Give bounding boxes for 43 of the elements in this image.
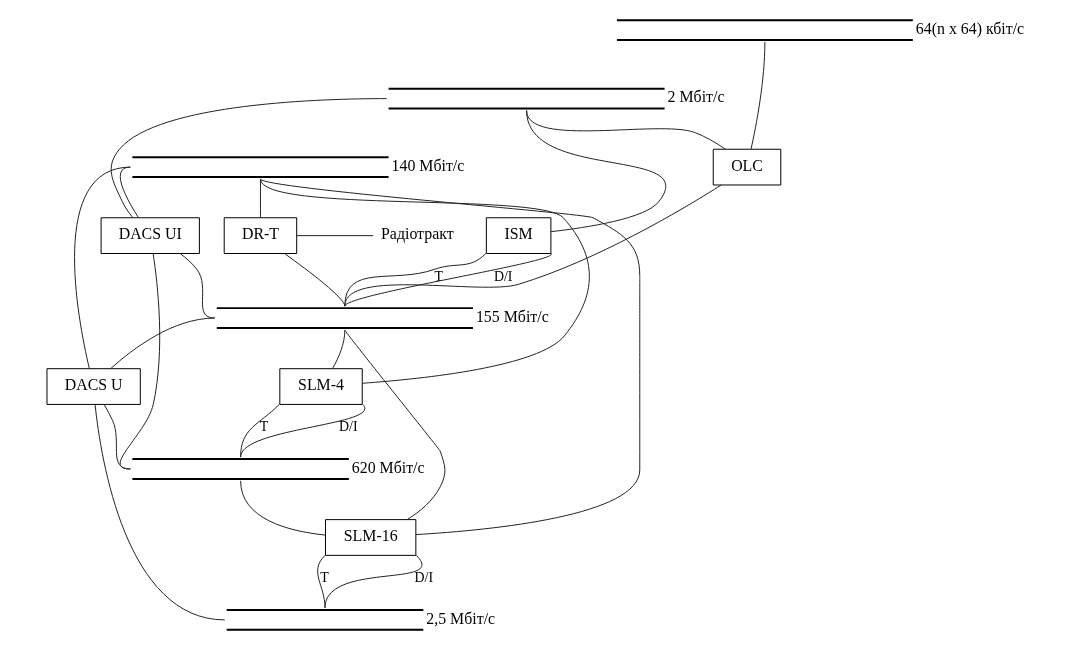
- connector: [110, 317, 216, 370]
- node-text: 64(n x 64) кбіт/с: [915, 19, 1025, 37]
- edge-label: D/I: [339, 419, 358, 435]
- connector: [94, 404, 226, 621]
- connector: [119, 253, 161, 470]
- edge-label: D/I: [414, 570, 434, 586]
- connector: [284, 253, 346, 307]
- connector: [344, 253, 487, 307]
- node-text: 2,5 Мбіт/с: [426, 609, 496, 627]
- node-box: DACS U: [46, 368, 141, 405]
- connector: [240, 480, 326, 536]
- node-text: 155 Мбіт/с: [475, 307, 549, 325]
- connector: [332, 329, 346, 369]
- node-box: DACS UI: [100, 217, 200, 254]
- connector: [344, 184, 722, 307]
- connector: [526, 110, 666, 233]
- node-text: Радіотракт: [381, 225, 454, 243]
- node-box: ISM: [485, 217, 552, 254]
- connector: [344, 329, 446, 520]
- connector: [526, 110, 726, 150]
- connector: [259, 178, 590, 384]
- node-box: OLC: [712, 148, 782, 186]
- connector: [119, 166, 139, 219]
- connector: [344, 253, 552, 307]
- connector: [103, 404, 131, 470]
- node-text: 620 Мбіт/с: [351, 458, 425, 476]
- connector: [324, 554, 422, 609]
- node-box: SLM-4: [279, 368, 363, 405]
- edge-label: D/I: [493, 268, 513, 284]
- node-text: 2 Мбіт/с: [667, 88, 725, 106]
- connector: [259, 178, 641, 536]
- connector: [750, 41, 766, 150]
- edge-label: T: [259, 419, 269, 435]
- edge-label: T: [320, 570, 329, 586]
- connector: [317, 554, 326, 609]
- connector: [74, 166, 131, 369]
- edge-label: T: [434, 268, 443, 284]
- connector: [296, 235, 374, 237]
- connector: [240, 403, 366, 458]
- connector: [110, 98, 388, 218]
- node-text: 140 Мбіт/с: [391, 156, 465, 174]
- node-box: DR-T: [223, 217, 298, 254]
- node-box: SLM-16: [325, 519, 417, 556]
